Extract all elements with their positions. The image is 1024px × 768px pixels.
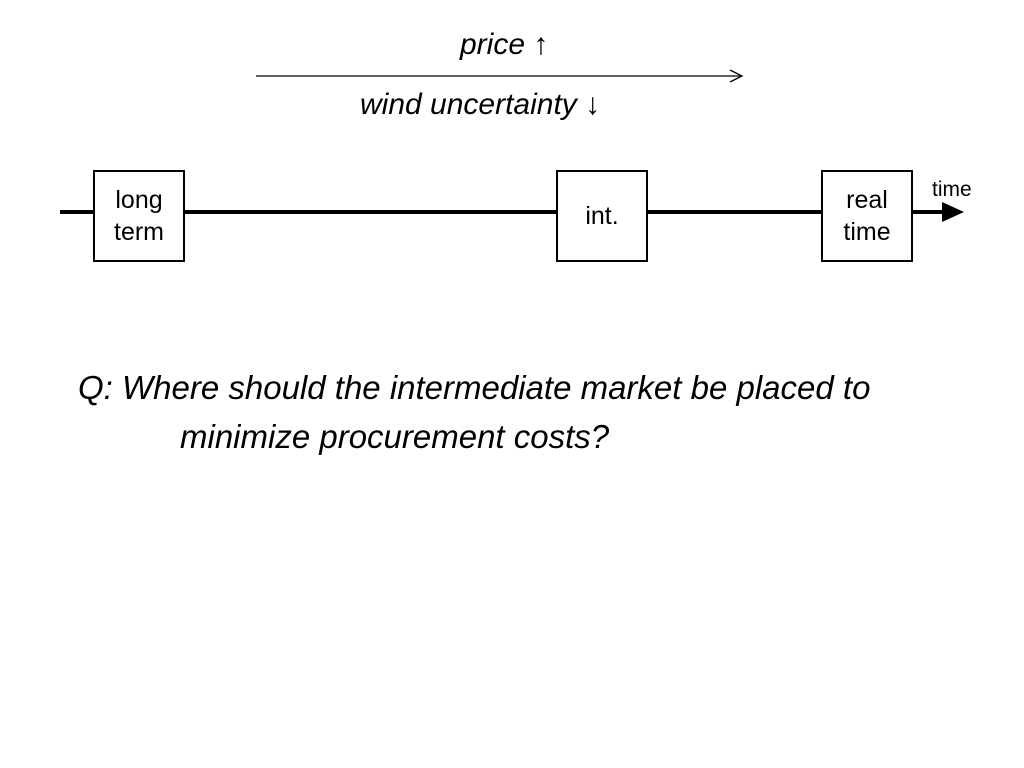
- question-line-1: Q: Where should the intermediate market …: [78, 369, 871, 406]
- question-text: Q: Where should the intermediate market …: [78, 363, 998, 461]
- market-label-long-term: long term: [114, 185, 164, 247]
- timeline-axis: [60, 210, 944, 214]
- wind-uncertainty-trend-label: wind uncertainty ↓: [360, 88, 601, 121]
- market-box-real-time: real time: [821, 170, 913, 262]
- timeline-arrowhead-icon: [942, 202, 964, 222]
- market-box-intermediate: int.: [556, 170, 648, 262]
- market-label-real-time: real time: [843, 185, 891, 247]
- market-label-intermediate: int.: [585, 201, 619, 230]
- price-trend-label: price ↑: [460, 28, 549, 61]
- question-line-2: minimize procurement costs?: [180, 418, 610, 455]
- time-axis-label: time: [932, 178, 972, 201]
- market-box-long-term: long term: [93, 170, 185, 262]
